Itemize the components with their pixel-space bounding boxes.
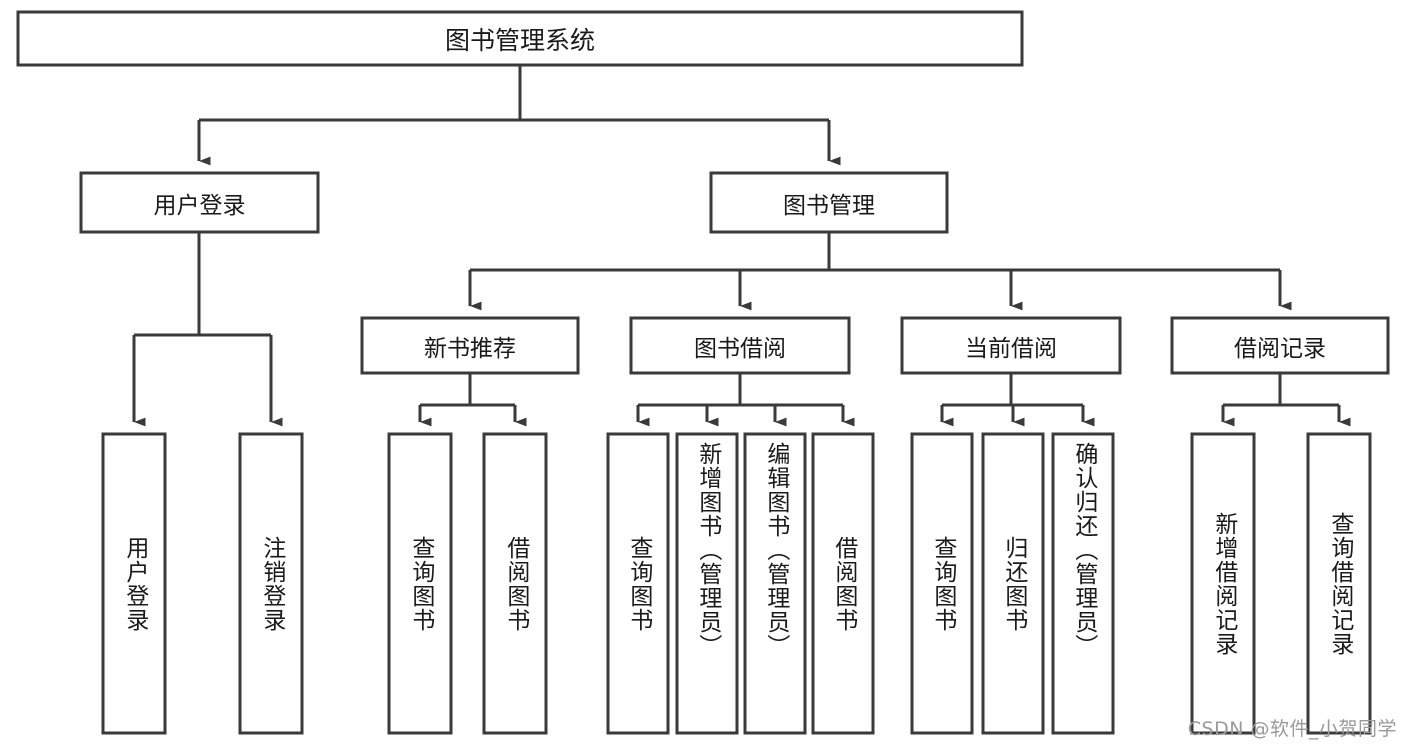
leaf-box-query-book-borrow[interactable] [606, 432, 670, 735]
node-box-current-borrow[interactable] [900, 316, 1122, 375]
leaf-box-query-borrow-record[interactable] [1306, 432, 1372, 735]
leaf-box-edit-book-admin[interactable] [743, 432, 807, 735]
leaf-box-query-book-recommend[interactable] [387, 432, 453, 735]
leaf-box-return-book[interactable] [981, 432, 1045, 735]
leaf-box-borrow-book-recommend[interactable] [482, 432, 548, 735]
leaf-box-confirm-return-admin[interactable] [1051, 432, 1115, 735]
node-box-book-management[interactable] [709, 171, 949, 234]
leaf-box-query-book-current[interactable] [910, 432, 974, 735]
node-box-root-system[interactable] [16, 10, 1024, 67]
node-box-book-borrow[interactable] [629, 316, 851, 375]
watermark-text: CSDN @软件_小贺同学 [1187, 718, 1397, 740]
leaf-box-logout[interactable] [238, 432, 304, 735]
leaf-box-user-login[interactable] [101, 432, 167, 735]
leaf-box-add-borrow-record[interactable] [1190, 432, 1256, 735]
leaf-box-borrow-book[interactable] [811, 432, 875, 735]
node-box-borrow-records[interactable] [1170, 316, 1390, 375]
node-box-user-login[interactable] [79, 171, 320, 234]
node-box-new-book-recommend[interactable] [360, 316, 580, 375]
leaf-box-add-book-admin[interactable] [675, 432, 739, 735]
